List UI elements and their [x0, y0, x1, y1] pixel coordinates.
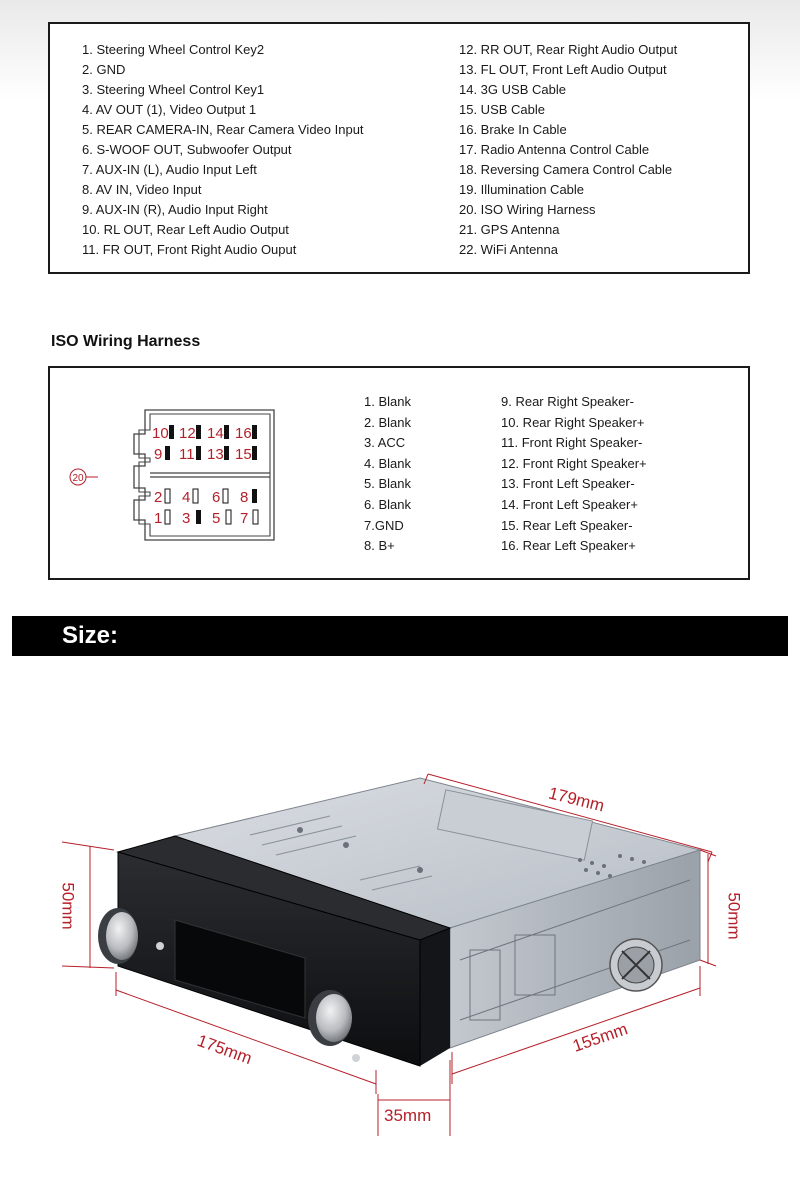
- pin-label: 3: [182, 510, 190, 527]
- connector-callout-label: 20: [72, 473, 84, 484]
- port-item: 7. AUX-IN (L), Audio Input Left: [82, 162, 257, 177]
- pin-label: 12: [179, 425, 196, 442]
- front-display: [174, 919, 306, 1019]
- port-item: 15. USB Cable: [459, 102, 545, 117]
- pin-label: 9: [154, 446, 162, 463]
- port-item: 21. GPS Antenna: [459, 222, 560, 237]
- iso-pin-item: 16. Rear Left Speaker+: [501, 538, 636, 554]
- chassis-top-details: [249, 789, 594, 891]
- size-title: Size:: [62, 622, 119, 649]
- iso-pin-item: 1. Blank: [364, 394, 411, 409]
- iso-pin-item: 9. Rear Right Speaker-: [501, 394, 634, 409]
- iso-pins-right-column: 9. Rear Right Speaker- 10. Rear Right Sp…: [501, 392, 647, 557]
- port-item: 20. ISO Wiring Harness: [459, 202, 596, 217]
- pin-label: 6: [212, 489, 220, 506]
- port-item: 16. Brake In Cable: [459, 122, 567, 137]
- port-item: 1. Steering Wheel Control Key2: [82, 42, 265, 57]
- dim-left-height-label: 50mm: [58, 882, 78, 930]
- front-button: [352, 1054, 360, 1062]
- ports-left-column: 1. Steering Wheel Control Key2 2. GND 3.…: [82, 40, 364, 260]
- pin-label: 15: [235, 446, 252, 463]
- port-item: 17. Radio Antenna Control Cable: [459, 142, 650, 157]
- port-item: 6. S-WOOF OUT, Subwoofer Output: [82, 142, 292, 157]
- port-item: 14. 3G USB Cable: [459, 82, 566, 97]
- pin-label: 8: [240, 489, 248, 506]
- port-item: 19. Illumination Cable: [459, 182, 585, 197]
- pin-label: 7: [240, 510, 248, 527]
- pin-label: 13: [207, 446, 224, 463]
- iso-pin-item: 8. B+: [364, 538, 395, 554]
- iso-pin-item: 5. Blank: [364, 476, 411, 492]
- iso-pin-item: 4. Blank: [364, 455, 411, 471]
- port-item: 4. AV OUT (1), Video Output 1: [82, 102, 257, 117]
- iso-pin-item: 15. Rear Left Speaker-: [501, 517, 633, 533]
- port-item: 5. REAR CAMERA-IN, Rear Camera Video Inp…: [82, 122, 364, 137]
- chassis-side-badge: [609, 938, 663, 992]
- iso-pin-item: 11. Front Right Speaker-: [501, 435, 643, 451]
- iso-pin-item: 14. Front Left Speaker+: [501, 496, 638, 512]
- right-knob: [308, 990, 352, 1046]
- pin-label: 10: [152, 425, 169, 442]
- port-item: 18. Reversing Camera Control Cable: [459, 162, 673, 177]
- pin-label: 14: [207, 425, 224, 442]
- port-item: 13. FL OUT, Front Left Audio Output: [459, 62, 667, 77]
- pin-label: 16: [235, 425, 252, 442]
- port-item: 10. RL OUT, Rear Left Audio Output: [82, 222, 289, 237]
- port-item: 2. GND: [82, 62, 126, 77]
- port-item: 11. FR OUT, Front Right Audio Ouput: [82, 242, 297, 257]
- port-item: 12. RR OUT, Rear Right Audio Output: [459, 42, 678, 57]
- iso-pin-item: 12. Front Right Speaker+: [501, 455, 647, 471]
- iso-pin-item: 10. Rear Right Speaker+: [501, 414, 645, 430]
- iso-pin-item: 2. Blank: [364, 414, 411, 430]
- port-item: 8. AV IN, Video Input: [82, 182, 202, 197]
- port-item: 9. AUX-IN (R), Audio Input Right: [82, 202, 268, 217]
- front-button: [156, 942, 164, 950]
- pin-label: 2: [154, 489, 162, 506]
- iso-pin-item: 13. Front Left Speaker-: [501, 476, 635, 492]
- left-knob: [98, 908, 138, 964]
- iso-connector-diagram: 20 10 12 14 16 9 11 13 15 2 4 6 8 1 3 5 …: [69, 409, 275, 541]
- front-panel-top-edge: [116, 835, 452, 941]
- iso-pin-item: 6. Blank: [364, 496, 411, 512]
- ports-right-column: 12. RR OUT, Rear Right Audio Output 13. …: [459, 40, 677, 260]
- iso-pins-left-column: 1. Blank 2. Blank 3. ACC 4. Blank 5. Bla…: [364, 392, 411, 557]
- chassis-top-holes: [297, 827, 646, 878]
- pin-label: 1: [154, 510, 162, 527]
- head-unit-dimension-illustration: [61, 773, 717, 1136]
- front-bezel-side: [420, 928, 450, 1066]
- ports-list-box: 1. Steering Wheel Control Key2 2. GND 3.…: [48, 22, 750, 274]
- port-item: 3. Steering Wheel Control Key1: [82, 82, 265, 97]
- iso-wiring-box: 20 10 12 14 16 9 11 13 15 2 4 6 8 1 3 5 …: [48, 366, 750, 580]
- dimension-lines: [61, 773, 717, 1136]
- pin-label: 5: [212, 510, 220, 527]
- pin-label: 11: [179, 446, 195, 463]
- dim-right-height-label: 50mm: [724, 892, 744, 940]
- iso-pin-item: 7.GND: [364, 517, 404, 533]
- iso-pin-item: 3. ACC: [364, 435, 406, 451]
- pin-label: 4: [182, 489, 190, 506]
- dim-face-depth-label: 35mm: [384, 1106, 432, 1125]
- size-section-banner: Size:: [12, 616, 788, 656]
- iso-section-title: ISO Wiring Harness: [51, 333, 201, 350]
- port-item: 22. WiFi Antenna: [459, 242, 558, 257]
